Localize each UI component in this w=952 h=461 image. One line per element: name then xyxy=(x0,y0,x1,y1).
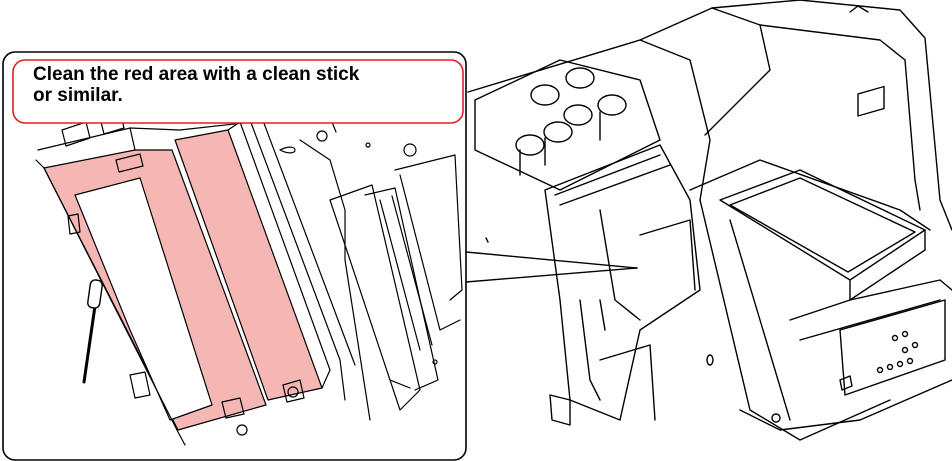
panel-button xyxy=(876,366,884,374)
zoom-leader-top xyxy=(465,251,638,269)
zoom-leader-bottom xyxy=(465,267,638,283)
operation-panel xyxy=(839,299,946,396)
ink-cap xyxy=(565,67,595,89)
instruction-callout-box xyxy=(12,59,464,124)
panel-button xyxy=(901,330,909,338)
panel-button xyxy=(901,346,909,354)
instruction-text: Clean the red area with a clean stick or… xyxy=(33,64,360,106)
ink-cap xyxy=(597,94,627,116)
lcd-screen xyxy=(857,85,885,117)
panel-button xyxy=(886,363,894,371)
white-strip xyxy=(74,177,213,421)
ink-cap xyxy=(563,104,593,126)
panel-button xyxy=(896,360,904,368)
ink-cap xyxy=(530,84,560,106)
ink-cap xyxy=(515,134,545,156)
inset-mechanism xyxy=(35,91,463,446)
cleaning-stick-icon xyxy=(82,279,103,384)
zoom-inset-frame xyxy=(2,51,467,461)
ink-cap xyxy=(543,121,573,143)
panel-button xyxy=(906,357,914,365)
panel-button xyxy=(891,334,899,342)
printer-body xyxy=(467,0,952,441)
panel-button xyxy=(911,341,919,349)
